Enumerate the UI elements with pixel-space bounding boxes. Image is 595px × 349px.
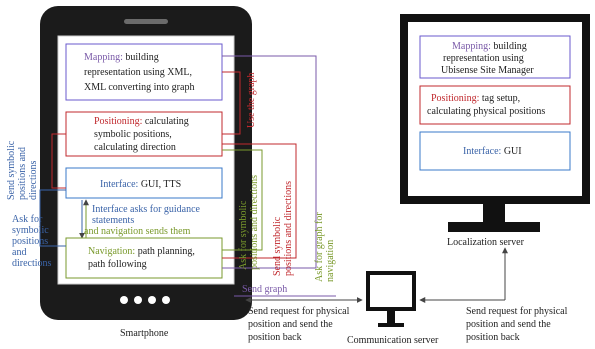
phone-navigation-line1: path planning,	[135, 246, 195, 257]
smartphone-label: Smartphone	[120, 328, 169, 339]
svg-text:Ask for graph for naviga: Ask for graph for navigation	[314, 210, 336, 282]
ask-symbolic-left-4: and	[12, 247, 26, 258]
right-request-1: Send request for physical	[466, 306, 568, 317]
localization-server-label: Localization server	[447, 237, 525, 248]
comm-server-monitor	[366, 271, 416, 311]
smartphone-speaker	[124, 19, 168, 24]
phone-interface-keyword: Interface:	[100, 179, 138, 190]
comm-server-stand	[387, 311, 395, 323]
svg-text:Mapping: building: Mapping: building	[84, 52, 159, 63]
ask-symbolic-left-1: Ask for	[12, 214, 43, 225]
phone-comm-arrow: Send request for physical position and s…	[245, 297, 363, 343]
phone-mapping-line1: building	[123, 52, 159, 63]
phone-mapping-line2: representation using XML,	[84, 67, 192, 78]
guidance-line2: statements	[92, 215, 134, 226]
guidance-line1: Interface asks for guidance	[92, 204, 201, 215]
svg-text:Send symbolic positions: Send symbolic positions and directions	[6, 138, 39, 200]
phone-mapping-line3: XML converting into graph	[84, 82, 194, 93]
ask-graph-1: Ask for graph for	[314, 212, 325, 282]
svg-text:Mapping: building: Mapping: building	[452, 41, 527, 52]
phone-positioning-line1: calculating	[142, 116, 188, 127]
phone-navigation-box: Navigation: path planning, path followin…	[65, 237, 223, 279]
guidance-statements-text: Interface asks for guidance statements a…	[79, 199, 201, 239]
localization-monitor-stand	[483, 204, 505, 222]
send-symbolic-mid-1: Send symbolic	[272, 216, 283, 276]
ask-symbolic-left-text: Ask for symbolic positions and direction…	[12, 214, 52, 269]
ask-symbolic-left-5: directions	[12, 258, 52, 269]
send-symbolic-left-3: directions	[28, 160, 39, 200]
loc-mapping-keyword: Mapping:	[452, 41, 491, 52]
phone-interface-rest: GUI, TTS	[138, 179, 181, 190]
phone-mapping-keyword: Mapping:	[84, 52, 123, 63]
loc-interface-keyword: Interface:	[463, 146, 501, 157]
phone-positioning-line3: calculating direction	[94, 142, 176, 153]
loc-positioning-line2: calculating physical positions	[427, 106, 545, 117]
loc-mapping-box: Mapping: building representation using U…	[419, 35, 571, 79]
ask-symbolic-left-3: positions	[12, 236, 48, 247]
send-graph-connector: Send graph	[234, 284, 336, 297]
send-symbolic-mid-2: positions and directions	[283, 181, 294, 276]
phone-positioning-box: Positioning: calculating symbolic positi…	[65, 111, 223, 157]
guidance-line3: and navigation sends them	[84, 226, 191, 237]
loc-positioning-keyword: Positioning:	[431, 93, 479, 104]
left-request-3: position back	[248, 332, 302, 343]
right-request-2: position and send the	[466, 319, 551, 330]
ask-symbolic-mid-1: Ask for symbolic	[238, 200, 249, 270]
right-request-3: position back	[466, 332, 520, 343]
svg-text:Interface: GUI, TTS: Interface: GUI, TTS	[100, 179, 181, 190]
smartphone-button-dot	[120, 296, 128, 304]
loc-interface-rest: GUI	[501, 146, 521, 157]
ask-symbolic-mid-2: positions and directions	[249, 175, 260, 270]
comm-localization-arrow: Send request for physical position and s…	[419, 247, 568, 343]
loc-positioning-line1: tag setup,	[479, 93, 520, 104]
svg-text:Positioning: calculating: Positioning: calculating	[94, 116, 189, 127]
loc-interface-box: Interface: GUI	[419, 131, 571, 171]
send-symbolic-left-1: Send symbolic	[6, 140, 17, 200]
svg-text:Interface: GUI: Interface: GUI	[463, 146, 522, 157]
send-symbolic-left-connector: Send symbolic positions and directions	[6, 133, 66, 247]
communication-server: Communication server	[347, 271, 439, 346]
localization-monitor-base	[448, 222, 540, 232]
loc-mapping-line1: building	[491, 41, 527, 52]
phone-positioning-line2: symbolic positions,	[94, 129, 172, 140]
phone-positioning-keyword: Positioning:	[94, 116, 142, 127]
phone-mapping-box: Mapping: building representation using X…	[65, 43, 223, 101]
use-graph-label: Use the graph	[246, 72, 257, 128]
send-symbolic-left-2: positions and	[17, 147, 28, 200]
send-graph-label: Send graph	[242, 284, 287, 295]
phone-navigation-line2: path following	[88, 259, 147, 270]
smartphone-button-dot	[148, 296, 156, 304]
smartphone-button-dot	[134, 296, 142, 304]
phone-navigation-keyword: Navigation:	[88, 246, 135, 257]
svg-text:Navigation: path planning,: Navigation: path planning,	[88, 246, 195, 257]
left-request-2: position and send the	[248, 319, 333, 330]
svg-text:Ask for symbolic positio: Ask for symbolic positions and direction…	[238, 175, 260, 270]
ask-symbolic-left-2: symbolic	[12, 225, 49, 236]
phone-interface-box: Interface: GUI, TTS	[65, 167, 223, 199]
left-request-1: Send request for physical	[248, 306, 350, 317]
smartphone-button-dot	[162, 296, 170, 304]
comm-server-base	[378, 323, 404, 327]
loc-mapping-line3: Ubisense Site Manager	[441, 65, 534, 76]
svg-text:Positioning: tag setup,: Positioning: tag setup,	[431, 93, 520, 104]
loc-mapping-line2: representation using	[443, 53, 524, 64]
svg-text:Send symbolic positions: Send symbolic positions and directions	[272, 181, 294, 276]
ask-graph-2: navigation	[325, 240, 336, 282]
loc-positioning-box: Positioning: tag setup, calculating phys…	[419, 85, 571, 125]
right-connectors: Use the graph Ask for graph for navigati…	[222, 55, 336, 282]
comm-server-label: Communication server	[347, 335, 439, 346]
